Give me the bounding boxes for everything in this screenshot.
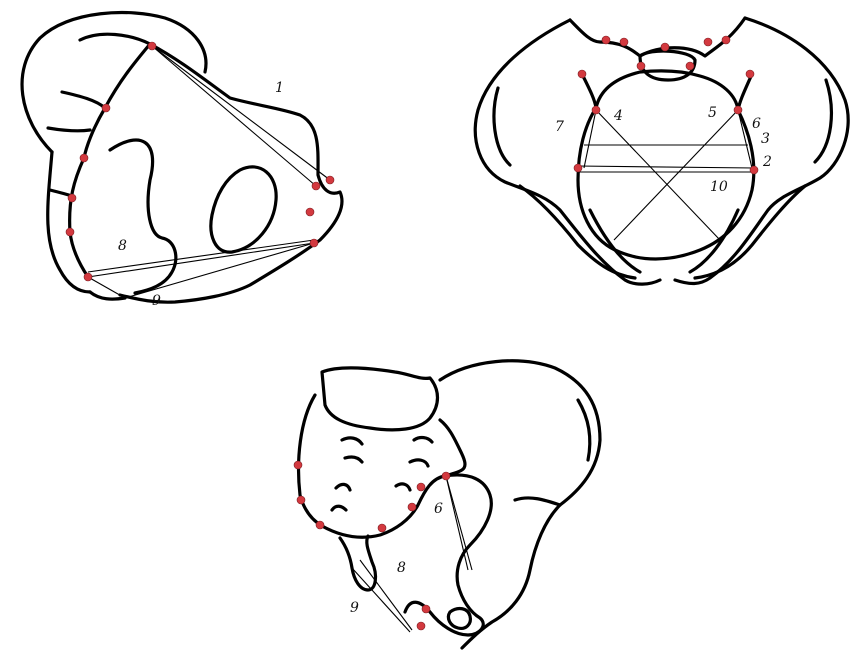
label-3: 3 <box>761 131 770 147</box>
pelvic-line-1 <box>446 476 472 570</box>
landmark-point <box>578 70 586 78</box>
landmark-point <box>574 164 582 172</box>
diagonal-line-1 <box>152 46 316 186</box>
landmark-point <box>408 503 416 511</box>
greater-notch-outline <box>110 140 176 293</box>
landmark-point <box>704 38 712 46</box>
landmark-point <box>602 36 610 44</box>
landmark-point <box>417 483 425 491</box>
outlet-line-1 <box>352 568 410 632</box>
landmark-point <box>422 605 430 613</box>
landmark-point <box>102 104 110 112</box>
landmark-point <box>312 182 320 190</box>
landmark-point <box>310 239 318 247</box>
landmark-point <box>80 154 88 162</box>
label-8: 8 <box>397 560 406 576</box>
transverse-line-lower-1 <box>578 166 754 168</box>
landmark-point <box>417 622 425 630</box>
landmark-point <box>637 62 645 70</box>
landmark-point <box>378 524 386 532</box>
label-10: 10 <box>710 179 728 195</box>
pelvic-body-outline <box>120 44 342 302</box>
landmark-point <box>686 62 694 70</box>
landmark-point <box>294 461 302 469</box>
landmark-point <box>148 42 156 50</box>
label-9: 9 <box>350 600 359 616</box>
oblique-view-panel: 6 8 9 <box>294 361 600 648</box>
label-6: 6 <box>752 116 761 132</box>
landmark-point <box>442 472 450 480</box>
oblique-line-2 <box>614 110 738 240</box>
superior-view-panel: 7 4 5 6 3 2 10 <box>475 18 848 284</box>
lateral-view-panel: 1 8 9 <box>22 13 342 309</box>
landmark-point <box>592 106 600 114</box>
landmark-point <box>316 521 324 529</box>
landmark-point <box>722 36 730 44</box>
label-7: 7 <box>555 119 564 135</box>
sacrum-top-outline <box>322 368 438 430</box>
obturator-foramen-outline <box>211 167 276 252</box>
iliac-wing-outline <box>440 361 600 648</box>
landmark-point <box>297 496 305 504</box>
label-2: 2 <box>762 154 772 170</box>
label-1: 1 <box>275 80 284 96</box>
oblique-line-1 <box>596 110 720 240</box>
label-5: 5 <box>708 105 717 121</box>
landmark-point <box>306 208 314 216</box>
left-iliac-wing-outline <box>475 20 660 284</box>
label-4: 4 <box>613 108 623 124</box>
landmark-point <box>620 38 628 46</box>
label-9: 9 <box>152 293 161 309</box>
landmark-point <box>661 43 669 51</box>
landmark-point <box>750 166 758 174</box>
label-6: 6 <box>434 501 443 517</box>
label-8: 8 <box>118 238 127 254</box>
sacral-foramina <box>332 438 432 510</box>
landmark-point <box>84 273 92 281</box>
diagonal-line-2 <box>152 46 330 180</box>
landmark-point <box>746 70 754 78</box>
obturator-outline <box>448 609 470 629</box>
landmark-point <box>734 106 742 114</box>
pubis-outline <box>405 475 491 635</box>
landmark-point <box>68 194 76 202</box>
landmark-point <box>326 176 334 184</box>
pelvic-line-2 <box>446 476 468 570</box>
outlet-line-3 <box>125 243 314 298</box>
landmark-point <box>66 228 74 236</box>
coccyx-outline <box>340 536 375 590</box>
